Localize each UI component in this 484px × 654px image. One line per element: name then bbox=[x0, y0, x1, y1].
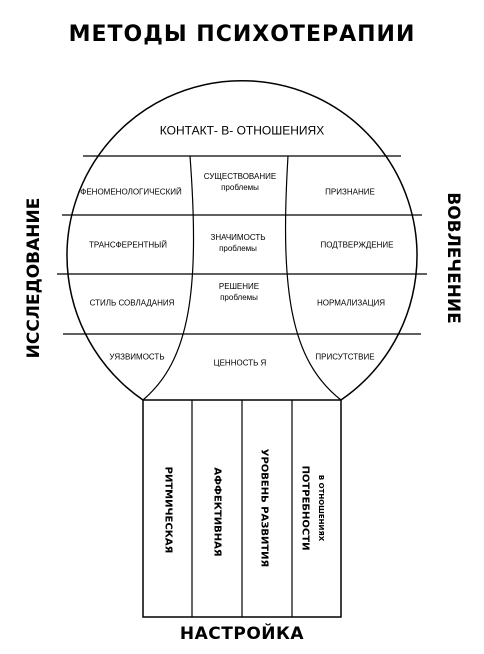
cell-middle-2-line2: проблемы bbox=[219, 244, 257, 253]
column-4-sublabel: В ОТНОШЕНИЯХ bbox=[317, 474, 325, 542]
column-3-label: УРОВЕНЬ РАЗВИТИЯ bbox=[258, 448, 270, 568]
cell-middle-2-line1: ЗНАЧИМОСТЬ bbox=[210, 233, 266, 242]
cell-left-4: УЯЗВИМОСТЬ bbox=[109, 352, 165, 362]
page-title: МЕТОДЫ ПСИХОТЕРАПИИ bbox=[68, 22, 416, 47]
cell-left-1: ФЕНОМЕНОЛОГИЧЕСКИЙ bbox=[80, 187, 182, 197]
cell-right-4: ПРИСУТСТВИЕ bbox=[315, 352, 375, 362]
cell-middle-3-line2: проблемы bbox=[220, 293, 258, 302]
cell-middle-1: СУЩЕСТВОВАНИЕ проблемы bbox=[204, 171, 276, 193]
cell-middle-3-line1: РЕШЕНИЕ bbox=[218, 282, 260, 291]
curve-right bbox=[284, 155, 342, 401]
cell-right-2: ПОДТВЕРЖДЕНИЕ bbox=[320, 240, 394, 250]
cell-middle-1-line1: СУЩЕСТВОВАНИЕ bbox=[203, 172, 277, 181]
curve-left bbox=[142, 155, 195, 401]
cell-left-3: СТИЛЬ СОВЛАДАНИЯ bbox=[89, 298, 175, 308]
cell-right-3: НОРМАЛИЗАЦИЯ bbox=[316, 298, 386, 308]
circle-outline bbox=[66, 80, 418, 401]
cell-top: КОНТАКТ- В- ОТНОШЕНИЯХ bbox=[159, 123, 325, 138]
cell-middle-3: РЕШЕНИЕ проблемы bbox=[219, 281, 259, 303]
column-4-label: ПОТРЕБНОСТИ bbox=[299, 465, 311, 551]
bottom-label: НАСТРОЙКА bbox=[179, 624, 305, 644]
cell-middle-2: ЗНАЧИМОСТЬ проблемы bbox=[211, 232, 266, 254]
cell-middle-4: ЦЕННОСТЬ Я bbox=[214, 358, 267, 369]
column-1-label: РИТМИЧЕСКАЯ bbox=[162, 466, 174, 554]
cell-middle-4-line1: ЦЕННОСТЬ Я bbox=[213, 358, 267, 368]
cell-middle-1-line2: проблемы bbox=[221, 183, 259, 192]
column-2-label: АФФЕКТИВНАЯ bbox=[211, 467, 223, 557]
cell-right-1: ПРИЗНАНИЕ bbox=[325, 187, 375, 197]
left-side-label: ИССЛЕДОВАНИЕ bbox=[24, 197, 44, 359]
cell-left-2: ТРАНСФЕРЕНТНЫЙ bbox=[89, 240, 167, 250]
right-side-label: ВОВЛЕЧЕНИЕ bbox=[443, 192, 463, 324]
